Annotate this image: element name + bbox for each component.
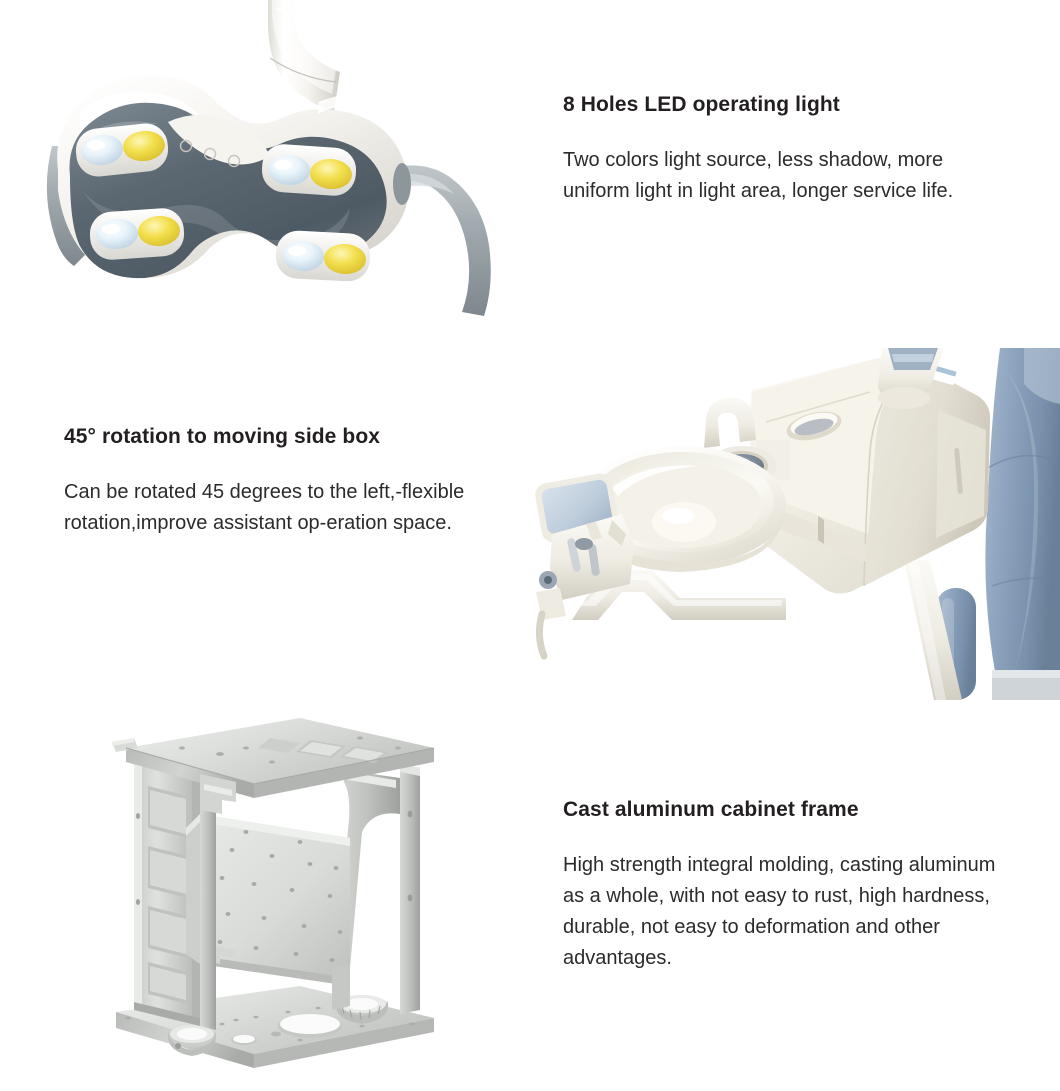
lamp-brightness-button (203, 147, 217, 161)
lamp-control-panel (168, 114, 270, 168)
led-yellow (138, 215, 180, 247)
led-yellow (123, 130, 165, 162)
lamp-left-handle (46, 146, 86, 266)
led-yellow (310, 158, 352, 190)
moving-side-box-image (526, 348, 1060, 700)
frame-center-panel (186, 814, 350, 986)
led-operating-light-text: 8 Holes LED operating light Two colors l… (563, 92, 1015, 207)
side-box-cabinet (750, 356, 990, 594)
assistant-instrument-holder (535, 473, 634, 660)
led-yellow (324, 243, 366, 275)
lamp-mode-button (227, 154, 241, 168)
frame-post-rear-right (400, 764, 420, 1014)
side-panel-cutouts (148, 786, 188, 1004)
feature-body: Can be rotated 45 degrees to the left,-f… (64, 481, 465, 534)
side-box-slot-handle (786, 411, 842, 441)
led-operating-light-image (18, 0, 528, 324)
feature-heading: 45° rotation to moving side box (64, 425, 381, 448)
moving-side-box-text: 45° rotation to moving side box Can be r… (64, 424, 516, 539)
top-plate-pockets (258, 738, 388, 763)
feature-body: Two colors light source, less shadow, mo… (563, 149, 954, 202)
dental-chair-upholstery (985, 348, 1060, 700)
led-pair-lower-right (275, 230, 371, 282)
side-box-support-leg (904, 560, 962, 700)
handpiece (567, 538, 581, 572)
base-collar-front-left (168, 1025, 216, 1056)
cast-aluminum-frame-image (104, 718, 444, 1070)
feature-heading: Cast aluminum cabinet frame (563, 798, 859, 821)
feature-heading: 8 Holes LED operating light (563, 93, 840, 116)
led-pair-upper-left (75, 123, 169, 177)
lamp-power-button (179, 139, 193, 153)
feature-body: High strength integral molding, casting … (563, 854, 996, 969)
side-box-mounting-post (878, 348, 944, 409)
cup-filler-arm (704, 397, 756, 448)
cast-aluminum-frame-text: Cast aluminum cabinet frame High strengt… (563, 797, 1015, 974)
lamp-right-handle (393, 163, 491, 316)
lamp-mount-tube (268, 0, 340, 112)
frame-post-front-right (332, 964, 350, 1010)
side-box-door-panel (936, 410, 986, 538)
handpiece (588, 544, 600, 576)
led-pair-lower-left (89, 208, 185, 260)
frame-upper-bracket (200, 774, 236, 814)
led-pair-upper-right (261, 144, 357, 196)
